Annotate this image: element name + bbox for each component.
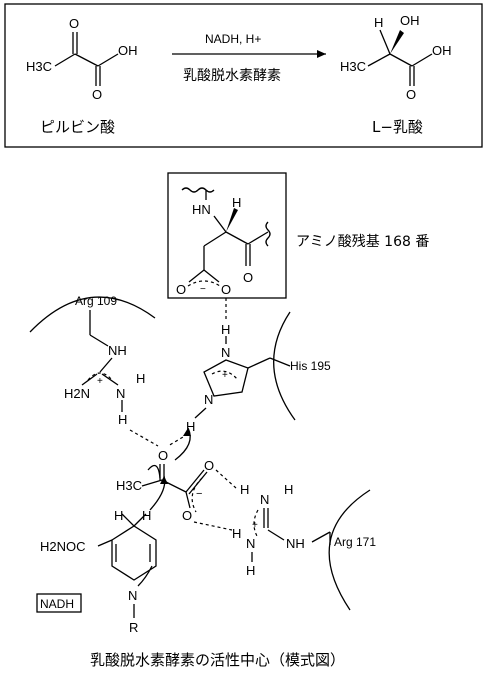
nadh-r: R: [129, 620, 138, 635]
substrate-o-bottom: O: [182, 508, 192, 523]
wavy-bond-top: [181, 187, 215, 193]
substrate-h3c: H3C: [116, 478, 142, 493]
residue168-hn: HN: [192, 202, 211, 217]
substrate-minus: −: [196, 488, 202, 500]
residue168-box: [167, 172, 287, 299]
his195-h-bottom: H: [186, 419, 195, 434]
arg109-n: N: [116, 386, 125, 401]
nadh-label-box: [36, 593, 82, 613]
his195-n-bottom: N: [204, 392, 213, 407]
arg109-h: H: [136, 371, 145, 386]
residue168-o-left: O: [176, 282, 186, 297]
svg-text:+: +: [97, 376, 103, 387]
reagent-label: NADH, H+: [205, 32, 261, 46]
arg171-n-top: N: [260, 492, 269, 507]
pyruvate-o-top: O: [69, 16, 79, 31]
lactate-oh: OH: [432, 43, 452, 58]
substrate-name: ピルビン酸: [40, 118, 115, 136]
residue168-label: アミノ酸残基 168 番: [296, 233, 429, 250]
arg171-h1: H: [240, 482, 249, 497]
reaction-box: [4, 3, 483, 148]
lactate-structure: H OH OH O H3C: [340, 13, 452, 102]
arg171-nh: NH: [286, 536, 305, 551]
nadh-h-a: H: [114, 508, 123, 523]
lactate-h: H: [374, 15, 383, 30]
arg109-h2n: H2N: [64, 386, 90, 401]
pyruvate-structure: O OH O H3C: [26, 16, 138, 102]
arg171-n-low: N: [246, 536, 255, 551]
lactate-oh-top: OH: [400, 13, 420, 28]
arg171-h3: H: [232, 526, 241, 541]
pyruvate-h3c: H3C: [26, 59, 52, 74]
substrate-o-right: O: [204, 458, 214, 473]
nadh-label: NADH: [40, 597, 74, 611]
arg171-backbone: [328, 489, 371, 611]
substrate-o-top: O: [158, 448, 168, 463]
his195-n-top: N: [221, 345, 230, 360]
arg171-plus: +: [252, 520, 258, 531]
wavy-bond-right: [265, 221, 271, 247]
nadh-n: N: [128, 588, 137, 603]
arg109-label: Arg 109: [75, 294, 117, 308]
enzyme-label: 乳酸脱水素酵素: [183, 68, 281, 84]
pyruvate-oh: OH: [118, 43, 138, 58]
svg-text:−: −: [200, 284, 206, 295]
imidazole-ring: [203, 359, 249, 397]
figure-caption: 乳酸脱水素酵素の活性中心（模式図）: [90, 651, 345, 669]
arg171-label: Arg 171: [334, 535, 376, 549]
arg171-h2: H: [284, 482, 293, 497]
his195-plus: +: [222, 370, 228, 381]
product-name: L−乳酸: [372, 118, 423, 136]
arg171-h4: H: [246, 563, 255, 578]
his195-backbone: [273, 311, 296, 421]
nadh-h2noc: H2NOC: [40, 539, 86, 554]
lactate-h3c: H3C: [340, 59, 366, 74]
arg109-h-down: H: [118, 412, 127, 427]
pyruvate-o-bottom: O: [92, 87, 102, 102]
his195-label: His 195: [290, 359, 331, 373]
residue168-h: H: [232, 195, 241, 210]
arg109-nh: NH: [108, 343, 127, 358]
residue168-o-ketone: O: [243, 270, 253, 285]
arg109-backbone: [29, 296, 156, 333]
residue168-o-right: O: [221, 282, 231, 297]
his195-h-top: H: [221, 322, 230, 337]
lactate-o: O: [406, 87, 416, 102]
nadh-h-b: H: [142, 508, 151, 523]
reaction-arrowhead: [317, 50, 326, 58]
